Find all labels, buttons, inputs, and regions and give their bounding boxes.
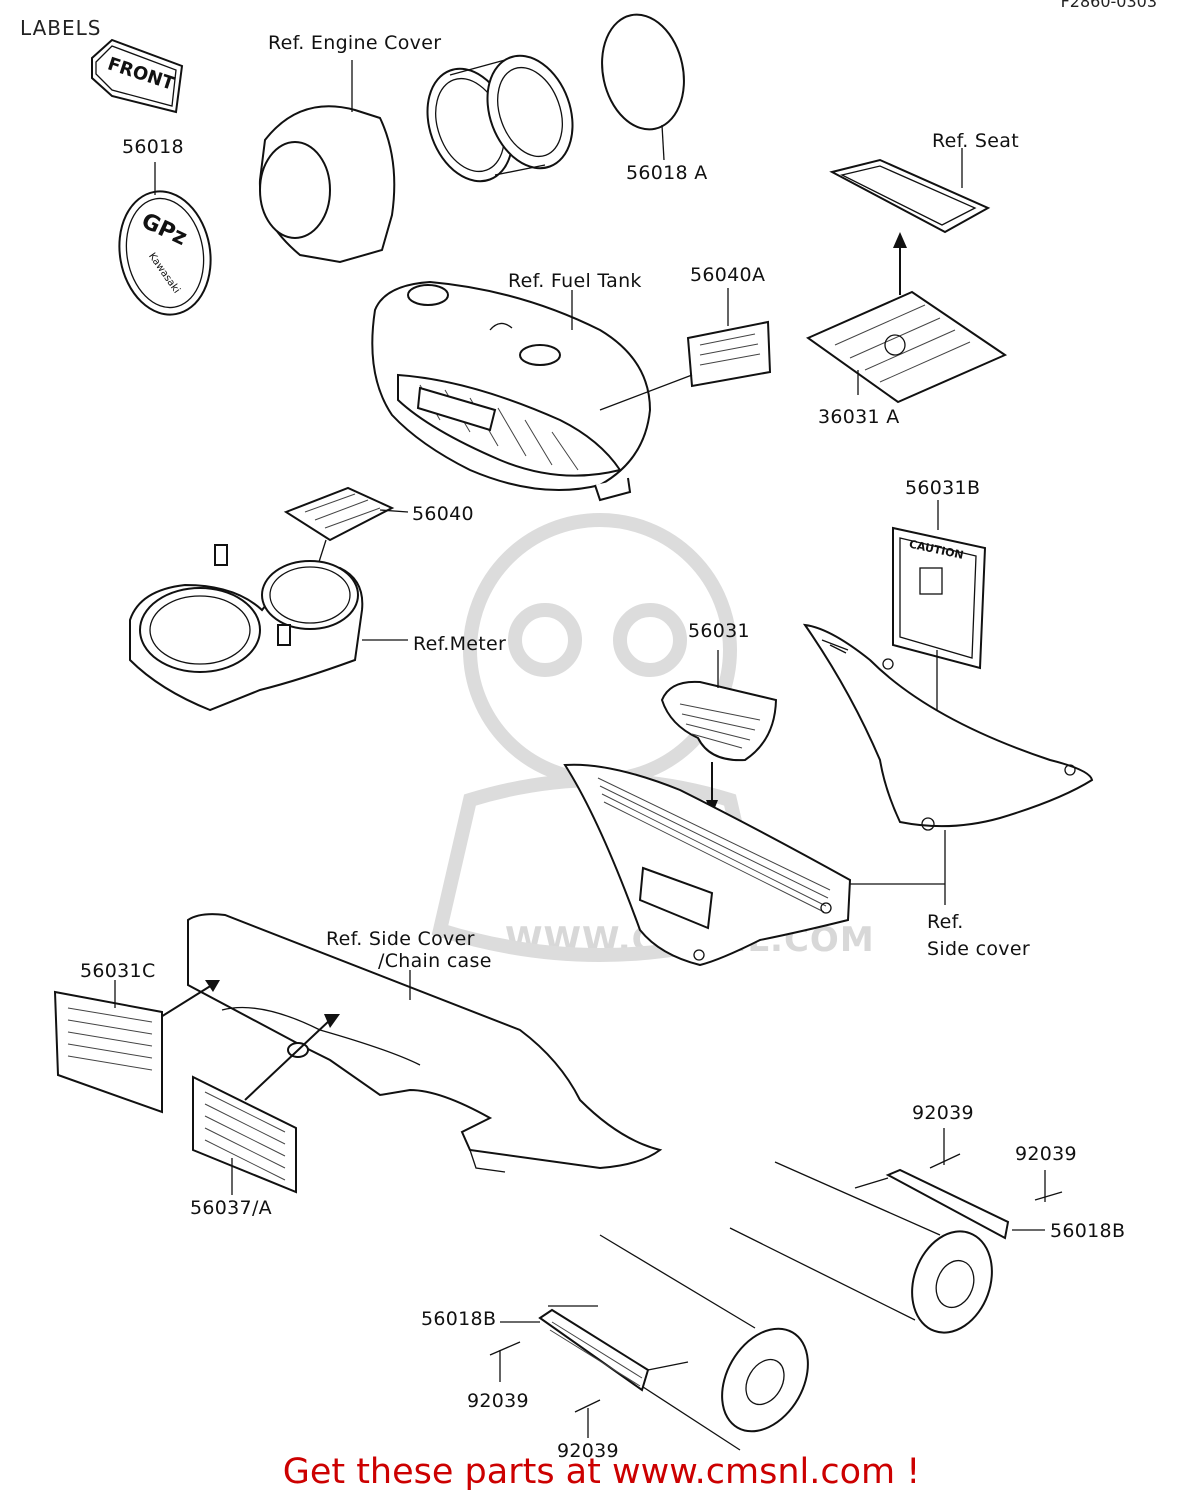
label-56037a-part	[192, 1075, 297, 1195]
label-56031-part	[660, 650, 778, 815]
front-label-part	[91, 38, 184, 114]
muffler-right-part	[729, 1128, 1063, 1334]
callout-56031b: 56031B	[905, 477, 981, 499]
label-56040-part	[283, 486, 409, 591]
engine-cover-part	[258, 60, 396, 264]
gpz-emblem-part	[118, 162, 212, 316]
callout-36031a: 36031 A	[818, 406, 900, 428]
callout-ref-engine-cover: Ref. Engine Cover	[268, 32, 442, 54]
footer-link-text[interactable]: Get these parts at www.cmsnl.com !	[282, 1452, 921, 1492]
callout-56018b-right: 56018B	[1050, 1220, 1126, 1242]
callout-56031: 56031	[688, 620, 750, 642]
seat-part	[829, 148, 991, 295]
leader-56018a	[661, 124, 665, 161]
callout-ref-side-cover-chain-2: /Chain case	[378, 950, 492, 972]
callout-92039-b: 92039	[1015, 1143, 1077, 1165]
label-36031a-part	[805, 290, 1008, 404]
callout-ref-meter: Ref.Meter	[413, 633, 507, 655]
callout-ref-side-cover-chain-1: Ref. Side Cover	[326, 928, 475, 950]
muffler-left-part	[489, 1234, 809, 1451]
callout-ref-seat: Ref. Seat	[932, 130, 1019, 152]
fuel-tank-part	[371, 280, 652, 502]
callout-92039-c: 92039	[467, 1390, 529, 1412]
callout-92039-d: 92039	[557, 1440, 619, 1462]
left-side-cover-part	[563, 763, 946, 967]
callout-56018: 56018	[122, 136, 184, 158]
label-56018a-part	[601, 13, 685, 131]
label-56040a-part	[599, 288, 772, 411]
callout-56040a: 56040A	[690, 264, 766, 286]
callout-56040: 56040	[412, 503, 474, 525]
callout-56018a: 56018 A	[626, 162, 708, 184]
meter-part	[129, 544, 408, 712]
callout-ref-side-cover-2: Side cover	[927, 938, 1030, 960]
callout-56018b-left: 56018B	[421, 1308, 497, 1330]
callout-ref-fuel-tank: Ref. Fuel Tank	[508, 270, 642, 292]
callout-ref-side-cover-1: Ref.	[927, 911, 964, 933]
callout-56031c: 56031C	[80, 960, 156, 982]
right-side-cover-part	[802, 623, 1094, 831]
page-title: LABELS	[20, 16, 102, 40]
diagram-code: F2860-0303	[1060, 0, 1157, 11]
callout-56037a: 56037/A	[190, 1197, 272, 1219]
label-56031c-part	[53, 980, 163, 1114]
callout-92039-a: 92039	[912, 1102, 974, 1124]
cover-ring-part	[426, 54, 574, 183]
